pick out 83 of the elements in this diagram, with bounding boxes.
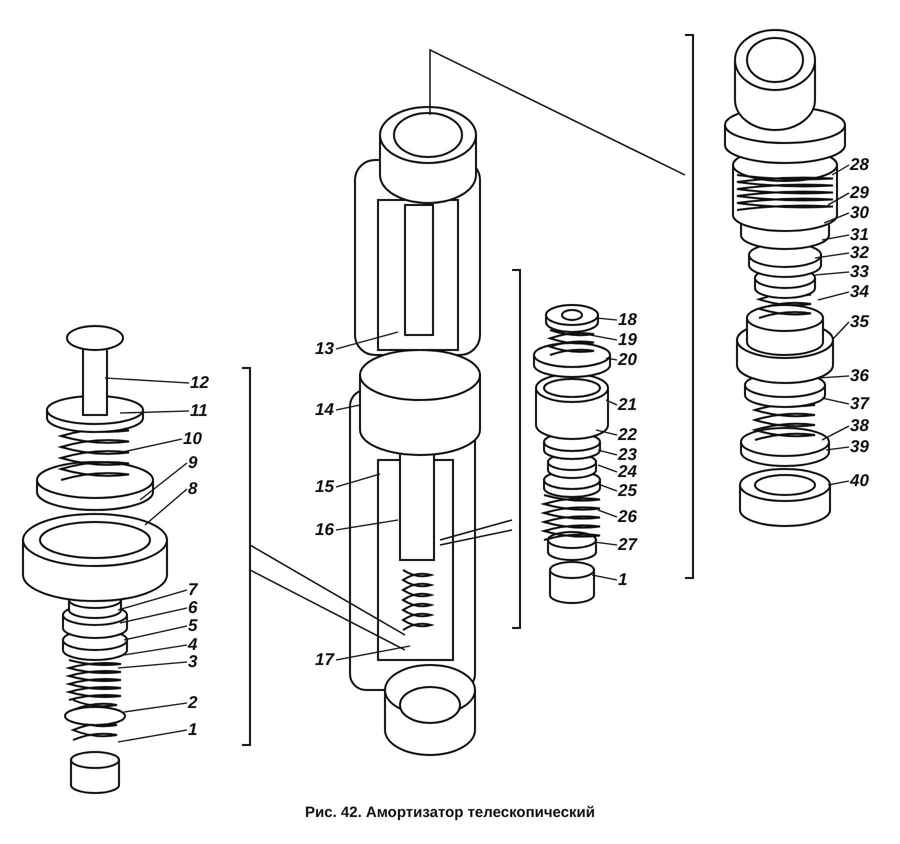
- leader-line: [144, 488, 188, 526]
- leader-line: [598, 449, 618, 456]
- callout-number: 39: [850, 438, 869, 456]
- leader-line: [596, 317, 618, 321]
- callout-number: 5: [188, 617, 198, 635]
- leader-line: [822, 234, 850, 241]
- leader-line: [336, 404, 360, 411]
- callout-number: 27: [618, 536, 637, 554]
- callout-number: 4: [188, 636, 198, 654]
- leader-line: [590, 334, 618, 341]
- figure-caption: Рис. 42. Амортизатор телескопический: [304, 804, 596, 821]
- callout-number: 21: [618, 396, 637, 414]
- leader-line: [814, 271, 850, 276]
- callout-number: 36: [850, 367, 869, 385]
- leader-line: [118, 661, 188, 669]
- callout-number: 28: [850, 156, 869, 174]
- leader-line: [104, 377, 190, 384]
- callout-number: 24: [618, 463, 637, 481]
- leader-line: [818, 375, 850, 379]
- callout-number: 19: [618, 331, 637, 349]
- leader-line: [822, 425, 850, 441]
- leader-line: [606, 399, 618, 406]
- callout-number: 30: [850, 204, 869, 222]
- leader-line: [124, 702, 188, 713]
- leader-line: [592, 574, 618, 581]
- leader-line: [598, 464, 618, 473]
- leader-line: [118, 589, 188, 611]
- callout-number: 9: [188, 454, 198, 472]
- leader-line: [140, 462, 188, 501]
- callout-number: 18: [618, 311, 637, 329]
- callout-number: 32: [850, 244, 869, 262]
- callout-number: 34: [850, 283, 869, 301]
- callout-number: 1: [618, 571, 628, 589]
- leader-line: [598, 483, 618, 492]
- leader-line: [826, 446, 850, 451]
- callout-number: 26: [618, 508, 637, 526]
- callout-number: 15: [315, 478, 334, 496]
- callout-number: 2: [188, 694, 198, 712]
- callout-number: 14: [315, 401, 334, 419]
- leader-line: [824, 212, 850, 224]
- leader-line: [120, 410, 190, 414]
- callout-number: 17: [315, 651, 334, 669]
- callout-number: 25: [618, 482, 637, 500]
- callout-number: 11: [190, 402, 208, 420]
- leader-line: [118, 729, 188, 743]
- callout-number: 37: [850, 395, 869, 413]
- callout-number: 38: [850, 417, 869, 435]
- callout-number: 40: [850, 472, 869, 490]
- leader-line: [606, 357, 618, 361]
- leader-line: [596, 429, 618, 436]
- callout-number: 22: [618, 426, 637, 444]
- callout-number: 1: [188, 721, 198, 739]
- callout-number: 12: [190, 374, 209, 392]
- leader-line: [818, 291, 850, 301]
- callout-number: 29: [850, 184, 869, 202]
- leader-line: [598, 509, 618, 518]
- callout-number: 31: [850, 226, 869, 244]
- leader-line: [594, 541, 618, 546]
- leader-line: [828, 480, 850, 486]
- callout-number: 10: [183, 430, 202, 448]
- callout-number: 16: [315, 521, 334, 539]
- leader-line: [124, 625, 188, 641]
- leader-line: [832, 322, 850, 340]
- leader-line: [336, 331, 398, 350]
- callout-number: 33: [850, 263, 869, 281]
- callout-number: 35: [850, 313, 869, 331]
- leader-line: [814, 252, 850, 259]
- callout-number: 20: [618, 351, 637, 369]
- leader-line: [822, 397, 850, 405]
- leader-line: [118, 438, 182, 454]
- callout-number: 23: [618, 446, 637, 464]
- leader-line: [120, 607, 188, 624]
- leader-line: [828, 192, 850, 206]
- callout-number: 6: [188, 599, 198, 617]
- leader-line: [336, 519, 398, 531]
- callout-number: 7: [188, 581, 198, 599]
- leader-line: [336, 473, 380, 488]
- callout-number: 13: [315, 340, 334, 358]
- callout-number: 8: [188, 480, 198, 498]
- leader-line: [832, 164, 850, 176]
- leader-line: [124, 644, 188, 656]
- leader-line: [336, 645, 410, 661]
- callout-number: 3: [188, 653, 198, 671]
